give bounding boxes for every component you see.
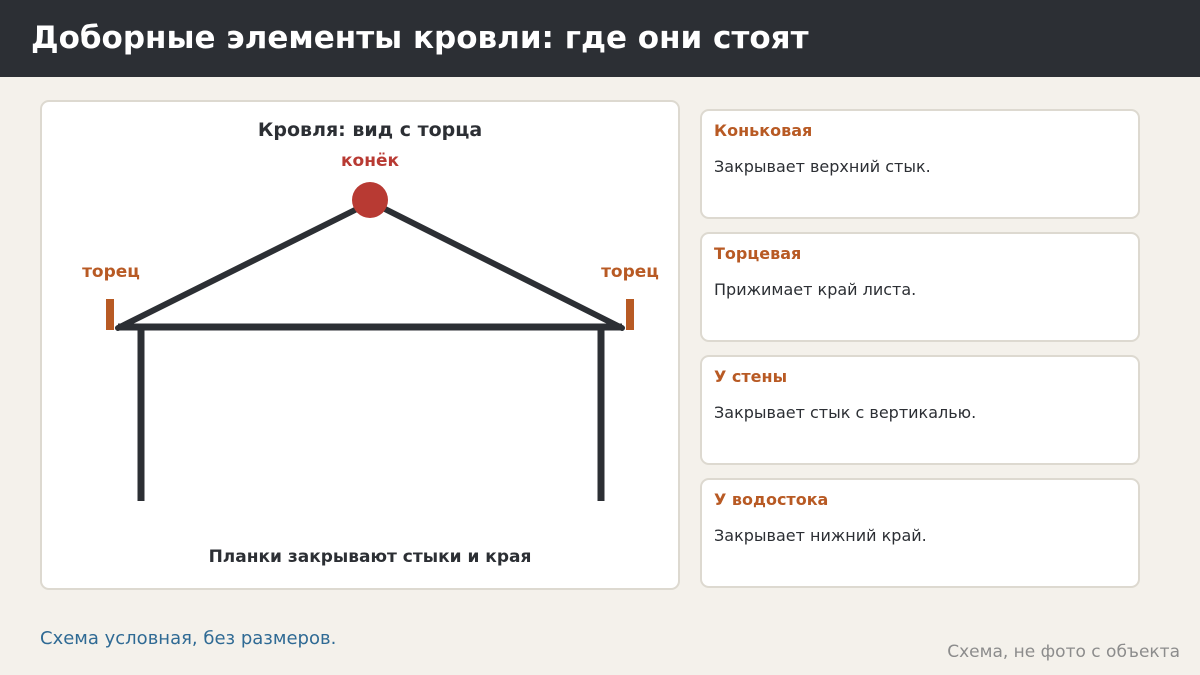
card-title: Коньковая <box>714 121 813 140</box>
watermark-text: Схема, не фото с объекта <box>947 642 1180 662</box>
card-eaves: У водостока Закрывает нижний край. <box>700 478 1140 588</box>
right-edge-label: торец <box>601 262 659 282</box>
left-edge-trim <box>106 299 114 330</box>
ridge-label: конёк <box>341 151 399 171</box>
footnote: Схема условная, без размеров. <box>40 628 337 649</box>
right-roof-slope <box>368 199 625 331</box>
header-bar: Доборные элементы кровли: где они стоят <box>0 0 1200 77</box>
diagram-caption: Планки закрывают стыки и края <box>209 547 532 567</box>
card-text: Закрывает верхний стык. <box>714 157 931 176</box>
card-text: Прижимает край листа. <box>714 280 917 299</box>
ridge-marker <box>352 182 388 218</box>
card-ridge: Коньковая Закрывает верхний стык. <box>700 109 1140 219</box>
card-title: У водостока <box>714 490 829 509</box>
card-text: Закрывает стык с вертикалью. <box>714 403 977 422</box>
card-wall: У стены Закрывает стык с вертикалью. <box>700 355 1140 465</box>
left-edge-label: торец <box>82 262 140 282</box>
card-gable: Торцевая Прижимает край листа. <box>700 232 1140 342</box>
page-title: Доборные элементы кровли: где они стоят <box>31 20 809 56</box>
card-text: Закрывает нижний край. <box>714 526 927 545</box>
right-edge-trim <box>626 299 634 330</box>
left-roof-slope <box>115 199 374 331</box>
card-title: У стены <box>714 367 788 386</box>
diagram-title: Кровля: вид с торца <box>258 119 482 141</box>
roof-diagram-panel: Кровля: вид с торца конёк торец торец Пл… <box>40 100 680 590</box>
card-title: Торцевая <box>714 244 802 263</box>
